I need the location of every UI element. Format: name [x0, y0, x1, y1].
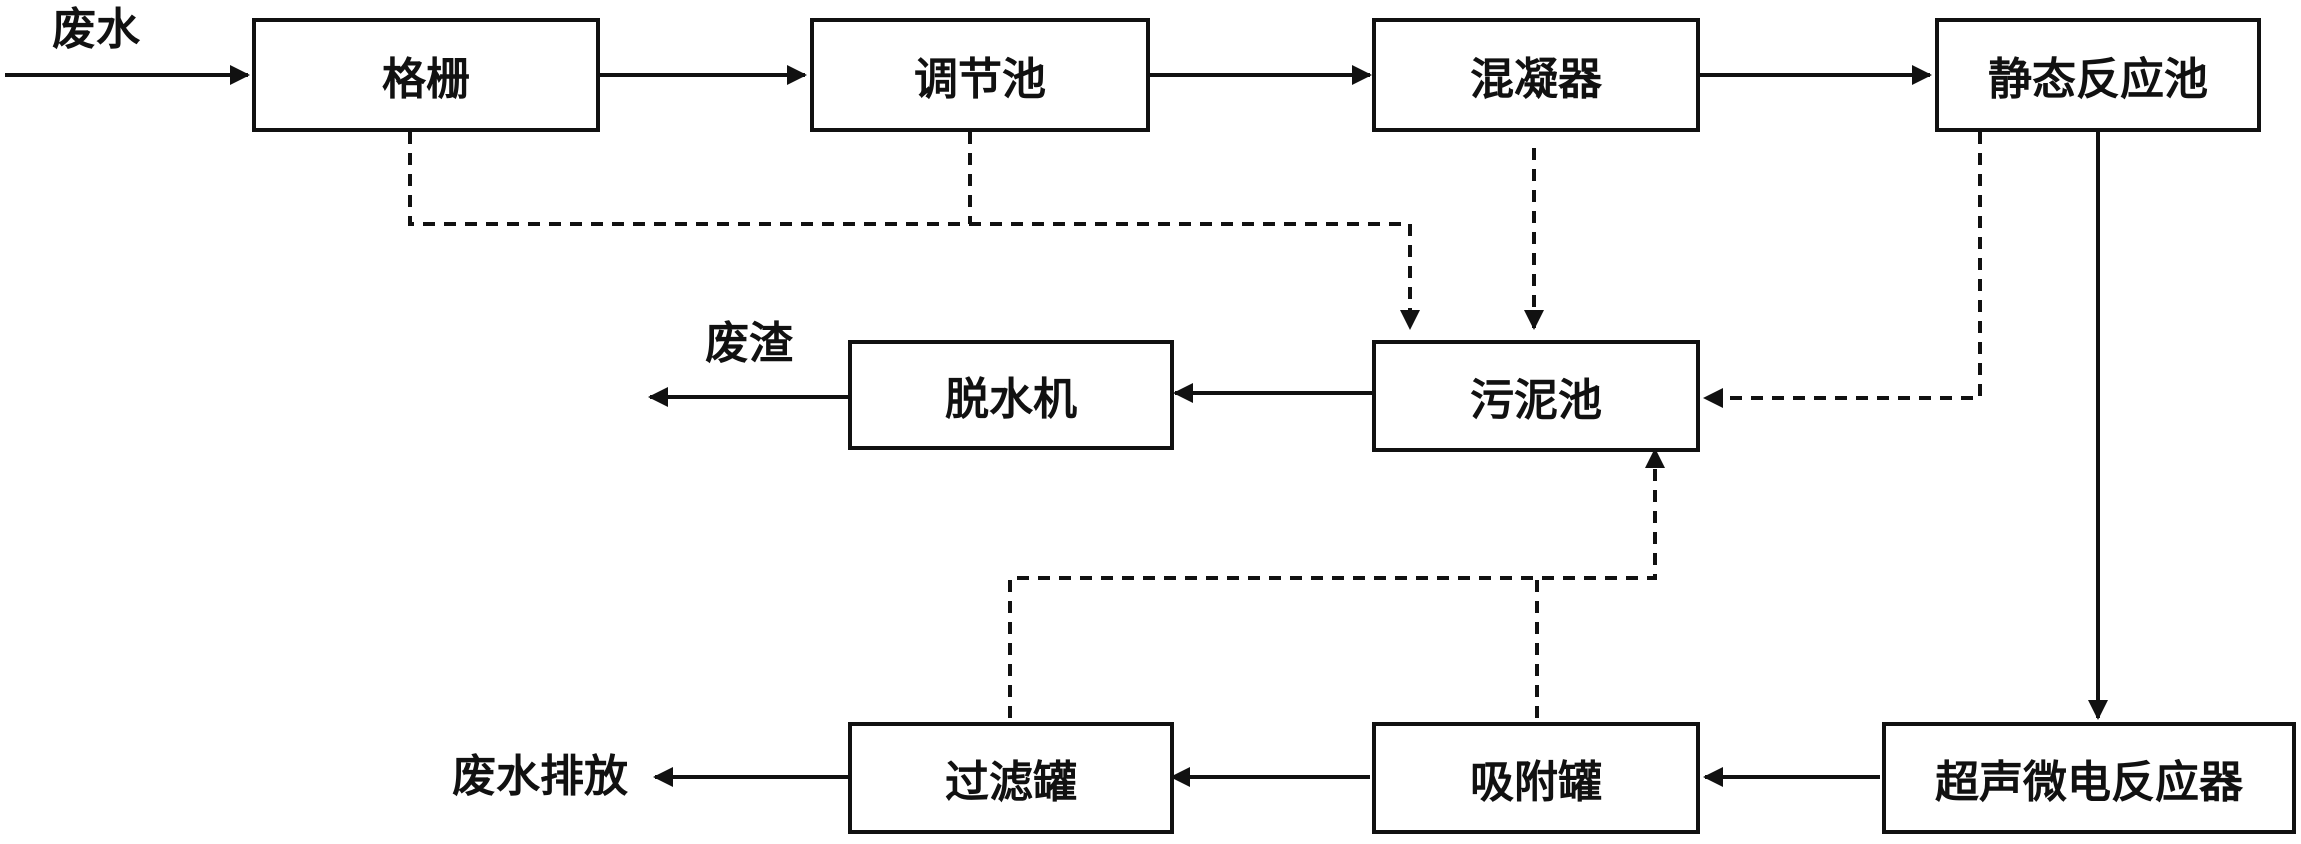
main-flow-lines — [5, 65, 2108, 787]
node-dewatering-machine: 脱水机 — [848, 340, 1174, 450]
node-sludge-tank: 污泥池 — [1372, 340, 1700, 452]
node-mixer: 混凝器 — [1372, 18, 1700, 132]
node-equalization-tank: 调节池 — [810, 18, 1150, 132]
label-wastewater-discharge: 废水排放 — [452, 751, 628, 802]
label-wastewater-in: 废水 — [52, 4, 140, 55]
node-static-reaction-tank: 静态反应池 — [1935, 18, 2261, 132]
label-waste-residue: 废渣 — [705, 318, 793, 369]
dashed-grid-to-sludge — [408, 132, 1420, 330]
node-filter-tank: 过滤罐 — [848, 722, 1174, 834]
node-grid: 格栅 — [252, 18, 600, 132]
dashed-static-reaction-to-sludge — [1703, 132, 1982, 408]
dashed-filter-to-sludge — [1008, 448, 1665, 718]
node-adsorption-tank: 吸附罐 — [1372, 722, 1700, 834]
node-ultrasonic-micro-electrolysis-reactor: 超声微电反应器 — [1882, 722, 2296, 834]
sludge-flow-lines — [408, 132, 1982, 718]
